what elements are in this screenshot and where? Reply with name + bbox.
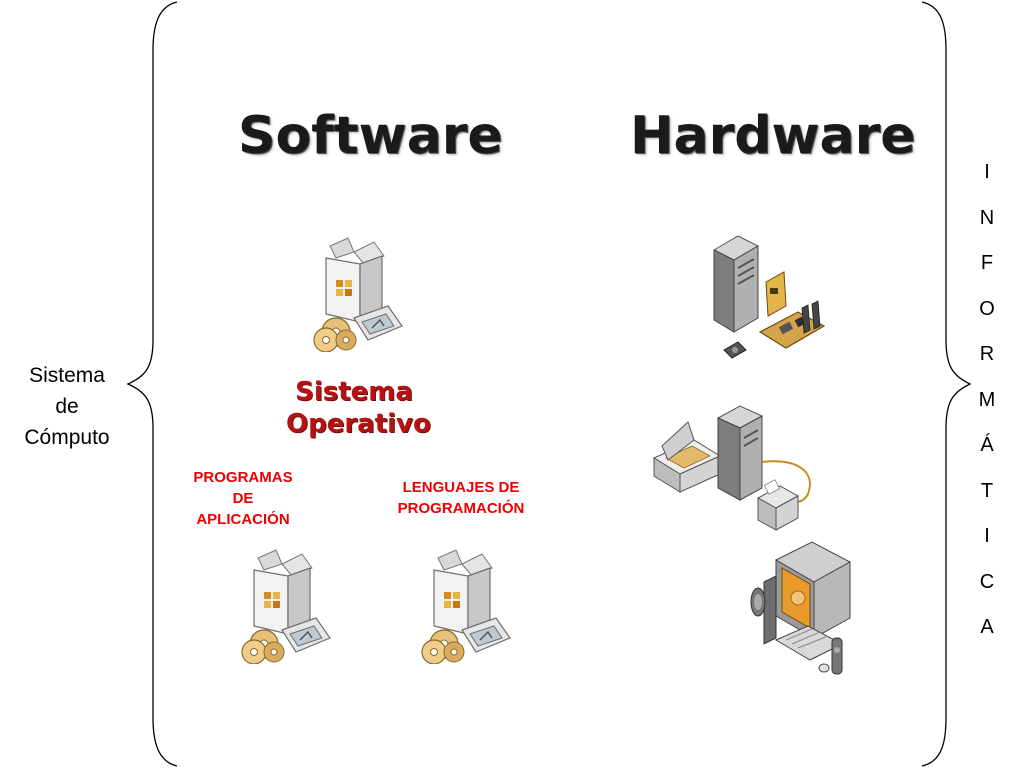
os-label-line: Operativo — [286, 409, 431, 439]
hardware-heading: Hardware — [630, 106, 916, 166]
informatica-vertical-word: I N F O R M Á T I C A — [972, 150, 1002, 651]
software-box-icon — [421, 549, 511, 664]
apps-label-line: APLICACIÓN — [196, 511, 290, 528]
left-label-line: Sistema — [29, 364, 105, 387]
pc-tower-motherboard-icon — [712, 235, 826, 359]
left-label-line: de — [55, 395, 79, 418]
apps-label-line: DE — [232, 490, 254, 507]
programas-de-aplicacion-label: PROGRAMAS DE APLICACIÓN — [180, 467, 306, 530]
software-box-icon — [241, 549, 331, 664]
vertical-letter: Á — [980, 434, 994, 456]
software-box-icon — [313, 237, 403, 352]
scanner-tower-printer-icon — [652, 405, 811, 531]
apps-label-line: PROGRAMAS — [193, 469, 293, 486]
vertical-letter: N — [979, 206, 995, 229]
vertical-letter: T — [980, 479, 994, 502]
os-label-line: Sistema — [295, 377, 413, 407]
software-heading: Software — [238, 106, 503, 166]
left-label-line: Cómputo — [24, 426, 110, 449]
desktop-computer-icon — [750, 541, 852, 675]
lang-label-line: PROGRAMACIÓN — [397, 500, 525, 517]
vertical-letter: A — [980, 616, 994, 638]
lang-label-line: LENGUAJES DE — [402, 479, 520, 496]
vertical-letter: O — [979, 297, 995, 320]
lenguajes-de-programacion-label: LENGUAJES DE PROGRAMACIÓN — [378, 477, 544, 519]
vertical-letter: I — [984, 525, 990, 547]
sistema-de-computo-label: Sistema de Cómputo — [8, 360, 126, 453]
vertical-letter: R — [979, 343, 995, 365]
vertical-letter: C — [979, 570, 995, 593]
vertical-letter: I — [984, 161, 990, 183]
vertical-letter: M — [978, 388, 996, 411]
sistema-operativo-label: Sistema Operativo — [286, 376, 431, 440]
vertical-letter: F — [980, 252, 994, 274]
